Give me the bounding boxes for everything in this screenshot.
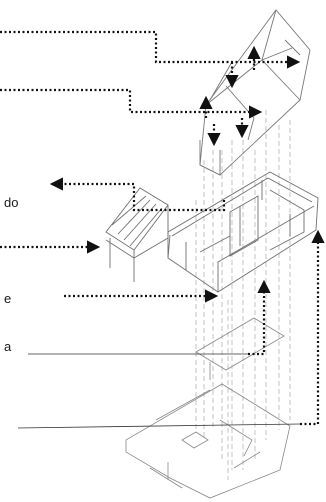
stair-pergola-drawing [105, 187, 169, 282]
label-a: a [4, 339, 12, 354]
arrow-roof-ridge [0, 30, 301, 69]
arrow-upper-level [0, 88, 263, 119]
roof-drawing [199, 9, 311, 176]
label-do: do [4, 195, 19, 210]
dotted-arrows [0, 30, 325, 426]
leader-lines [17, 353, 301, 429]
arrow-lower-level [248, 279, 271, 356]
label-e: e [4, 291, 12, 306]
floor-plan-drawing [167, 171, 319, 293]
arrow-left-label [49, 177, 226, 212]
projection-lines [195, 110, 291, 480]
arrow-ground [300, 229, 325, 426]
lower-level-drawing [125, 317, 291, 499]
